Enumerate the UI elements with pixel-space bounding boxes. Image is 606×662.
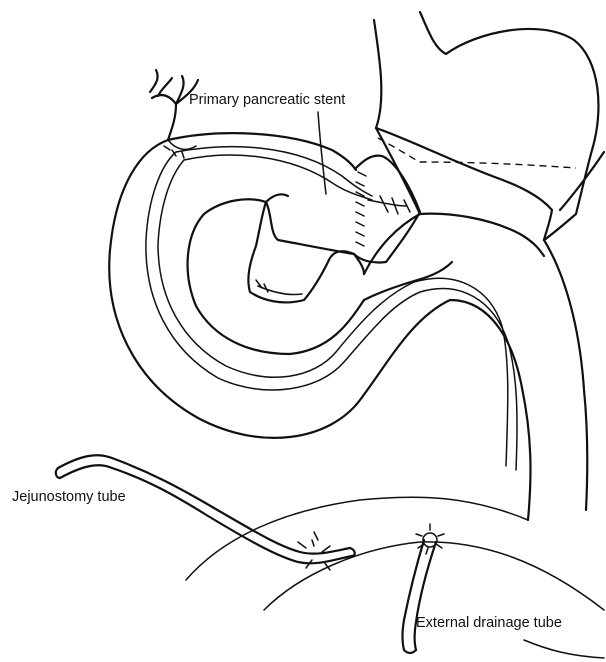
jejunostomy-tube: [56, 455, 355, 570]
stent-leader-line: [318, 112, 326, 194]
pancreatic-stent: [146, 147, 517, 470]
primary-pancreatic-stent-label: Primary pancreatic stent: [189, 93, 345, 108]
jejunostomy-tube-label: Jejunostomy tube: [12, 490, 126, 505]
external-drainage-tube-label: External drainage tube: [416, 616, 562, 631]
efferent-limb-tail: [186, 497, 604, 658]
pancreas-remnant: [354, 156, 420, 263]
stomach: [374, 12, 604, 240]
jejunal-stump: [248, 194, 354, 302]
